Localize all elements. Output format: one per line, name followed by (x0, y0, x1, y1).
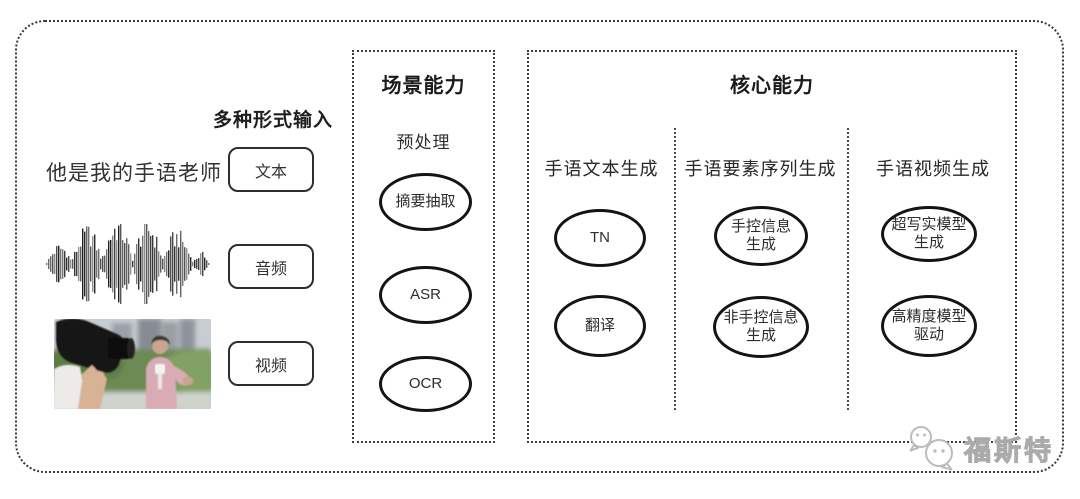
column-header-video-generation: 手语视频生成 (876, 159, 990, 179)
input-type-audio-box: 音频 (228, 244, 314, 289)
column-header-text-generation: 手语文本生成 (544, 159, 659, 179)
column-divider-1 (674, 128, 676, 410)
node-tn: TN (554, 209, 646, 267)
chat-bubbles-doodle-icon (909, 426, 953, 471)
node-translation-label: 翻译 (584, 317, 615, 334)
node-hyperrealistic-line1: 超写实模型 (891, 216, 967, 233)
outer-dotted-frame (15, 20, 1064, 473)
node-asr-label: ASR (410, 286, 441, 303)
core-panel-title: 核心能力 (730, 75, 814, 97)
node-non-manual-info-generation: 非手控信息 生成 (713, 296, 809, 358)
video-thumbnail-image (54, 319, 211, 409)
scene-panel-title: 场景能力 (381, 75, 466, 97)
node-ocr-label: OCR (408, 375, 443, 392)
watermark: 福斯特 (906, 424, 1054, 472)
node-manual-info-line2: 生成 (745, 236, 776, 253)
node-summary-extraction-label: 摘要抽取 (395, 193, 456, 210)
watermark-text: 福斯特 (964, 435, 1054, 466)
audio-waveform-icon (46, 224, 210, 304)
input-type-audio-label: 音频 (254, 260, 287, 278)
scene-capability-panel: 场景能力 预处理 摘要抽取 ASR OCR (352, 50, 495, 443)
node-manual-info-generation: 手控信息 生成 (714, 206, 808, 266)
node-hyperrealistic-line2: 生成 (913, 234, 944, 251)
node-manual-info-line1: 手控信息 (730, 218, 791, 235)
node-high-precision-model-drive: 高精度模型 驱动 (881, 295, 977, 357)
input-type-text-box: 文本 (228, 147, 314, 192)
core-capability-panel: 核心能力 手语文本生成 手语要素序列生成 手语视频生成 TN 翻译 手控信息 生… (527, 50, 1017, 443)
column-header-element-sequence-generation: 手语要素序列生成 (684, 159, 837, 179)
node-hyperrealistic-model-generation: 超写实模型 生成 (881, 206, 977, 262)
node-non-manual-info-line2: 生成 (745, 327, 776, 344)
node-tn-label: TN (590, 229, 610, 246)
node-high-precision-line1: 高精度模型 (891, 308, 967, 325)
node-translation: 翻译 (554, 295, 646, 357)
preprocess-label: 预处理 (396, 133, 451, 152)
node-ocr: OCR (379, 356, 472, 412)
node-asr: ASR (379, 266, 472, 324)
node-summary-extraction: 摘要抽取 (379, 173, 472, 231)
input-section-title: 多种形式输入 (213, 110, 334, 131)
input-type-video-label: 视频 (254, 357, 287, 375)
column-divider-2 (847, 128, 849, 410)
node-non-manual-info-line1: 非手控信息 (723, 309, 799, 326)
node-high-precision-line2: 驱动 (913, 326, 944, 343)
input-type-text-label: 文本 (254, 163, 287, 181)
sample-text: 他是我的手语老师 (46, 162, 222, 185)
input-type-video-box: 视频 (228, 341, 314, 386)
